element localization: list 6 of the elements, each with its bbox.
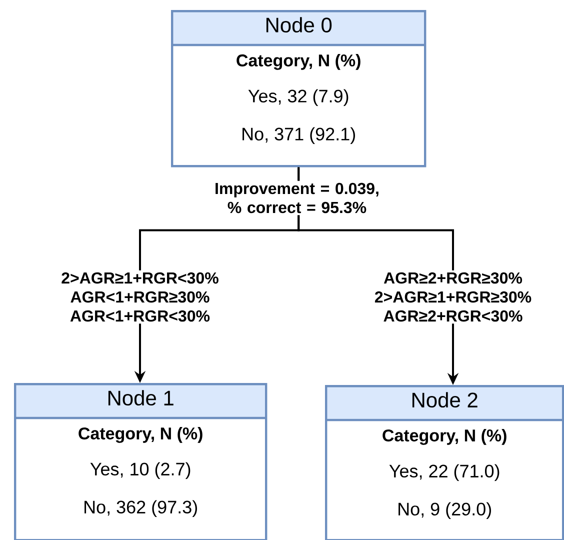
node-box: Node 0 Category, N (%) Yes, 32 (7.9) No, 371 (92.1) xyxy=(171,10,426,168)
node-box: Node 1 Category, N (%) Yes, 10 (2.7) No, 362 (97.3) xyxy=(14,383,268,540)
edge-label: 2>AGR≥1+RGR<30% AGR<1+RGR≥30% AGR<1+RGR<30% xyxy=(62,272,218,322)
edge-label: AGR≥2+RGR≥30% 2>AGR≥1+RGR≥30% AGR≥2+RGR<30% xyxy=(374,272,532,322)
node-box: Node 2 Category, N (%) Yes, 22 (71.0) No, 9 (29.0) xyxy=(325,385,564,540)
split-note: Improvement = 0.039, % correct = 95.3% xyxy=(216,182,378,214)
